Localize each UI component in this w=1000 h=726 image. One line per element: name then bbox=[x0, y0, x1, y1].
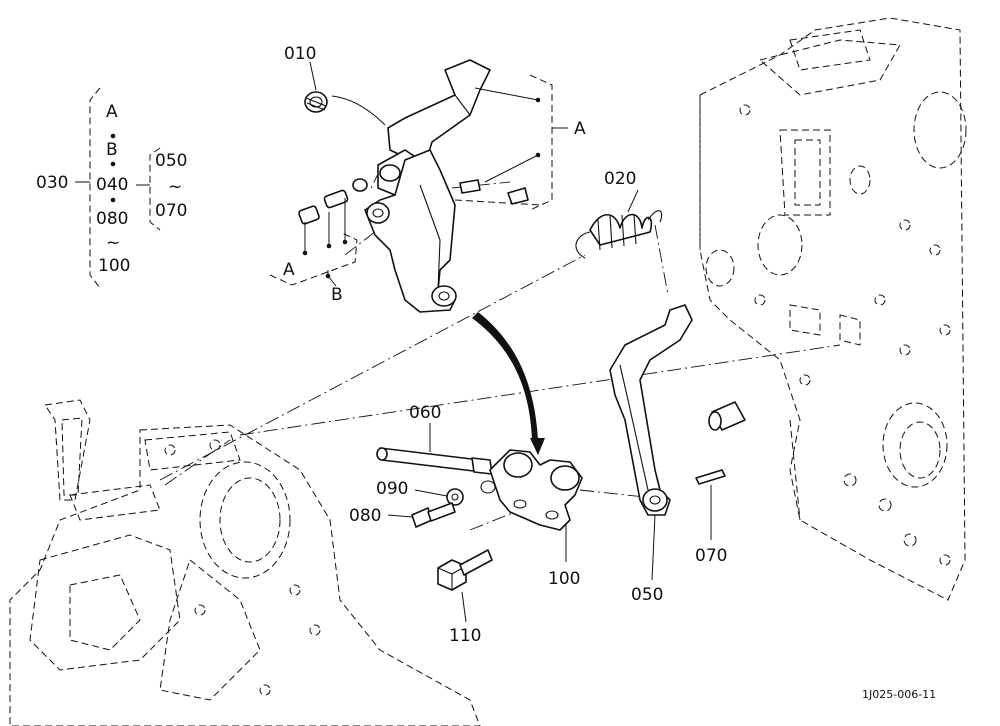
collar bbox=[708, 401, 746, 431]
callout-bracket-ab-left bbox=[269, 198, 358, 287]
label-100: 100 bbox=[548, 569, 580, 589]
label-030: 030 bbox=[36, 173, 68, 193]
label-group-100: 100 bbox=[98, 256, 130, 276]
label-a-right: A bbox=[574, 119, 586, 139]
shaft-060 bbox=[376, 423, 493, 475]
label-group-080: 080 bbox=[96, 209, 128, 229]
label-110: 110 bbox=[449, 626, 481, 646]
spring-010 bbox=[304, 91, 386, 126]
label-080: 080 bbox=[349, 506, 381, 526]
label-090: 090 bbox=[376, 479, 408, 499]
label-010: 010 bbox=[284, 44, 316, 64]
washer-090 bbox=[414, 488, 464, 506]
label-group-a: A bbox=[106, 102, 118, 122]
label-040: 040 bbox=[96, 175, 128, 195]
label-leaders bbox=[309, 61, 656, 581]
engine-block-outline bbox=[699, 17, 967, 601]
assembly-arrow bbox=[472, 312, 545, 455]
part-labels: 010 020 030 A B 040 080 ~ 100 050 ~ 070 … bbox=[36, 44, 936, 701]
lever-050 bbox=[609, 304, 693, 516]
label-group-b: B bbox=[106, 140, 118, 160]
label-group-070: 070 bbox=[155, 201, 187, 221]
gear-case-outline bbox=[9, 399, 481, 726]
legend-bracket-030 bbox=[75, 87, 161, 289]
bolt-080 bbox=[387, 502, 456, 528]
callout-bracket-a-right bbox=[454, 74, 568, 211]
reference-code: 1J025-006-11 bbox=[862, 688, 936, 701]
label-group-050: 050 bbox=[155, 151, 187, 171]
label-070: 070 bbox=[695, 546, 727, 566]
label-060: 060 bbox=[409, 403, 441, 423]
bolt-110 bbox=[437, 549, 493, 623]
label-group-tilde-1: ~ bbox=[106, 233, 120, 253]
pin-070 bbox=[695, 469, 726, 540]
label-050: 050 bbox=[631, 585, 663, 605]
spring-020 bbox=[575, 210, 669, 296]
label-a-left: A bbox=[283, 260, 295, 280]
fork-lever-assembly bbox=[298, 59, 529, 313]
label-group-tilde-2: ~ bbox=[168, 177, 182, 197]
bracket-100 bbox=[480, 449, 583, 562]
label-020: 020 bbox=[604, 169, 636, 189]
label-b-left: B bbox=[331, 285, 343, 305]
